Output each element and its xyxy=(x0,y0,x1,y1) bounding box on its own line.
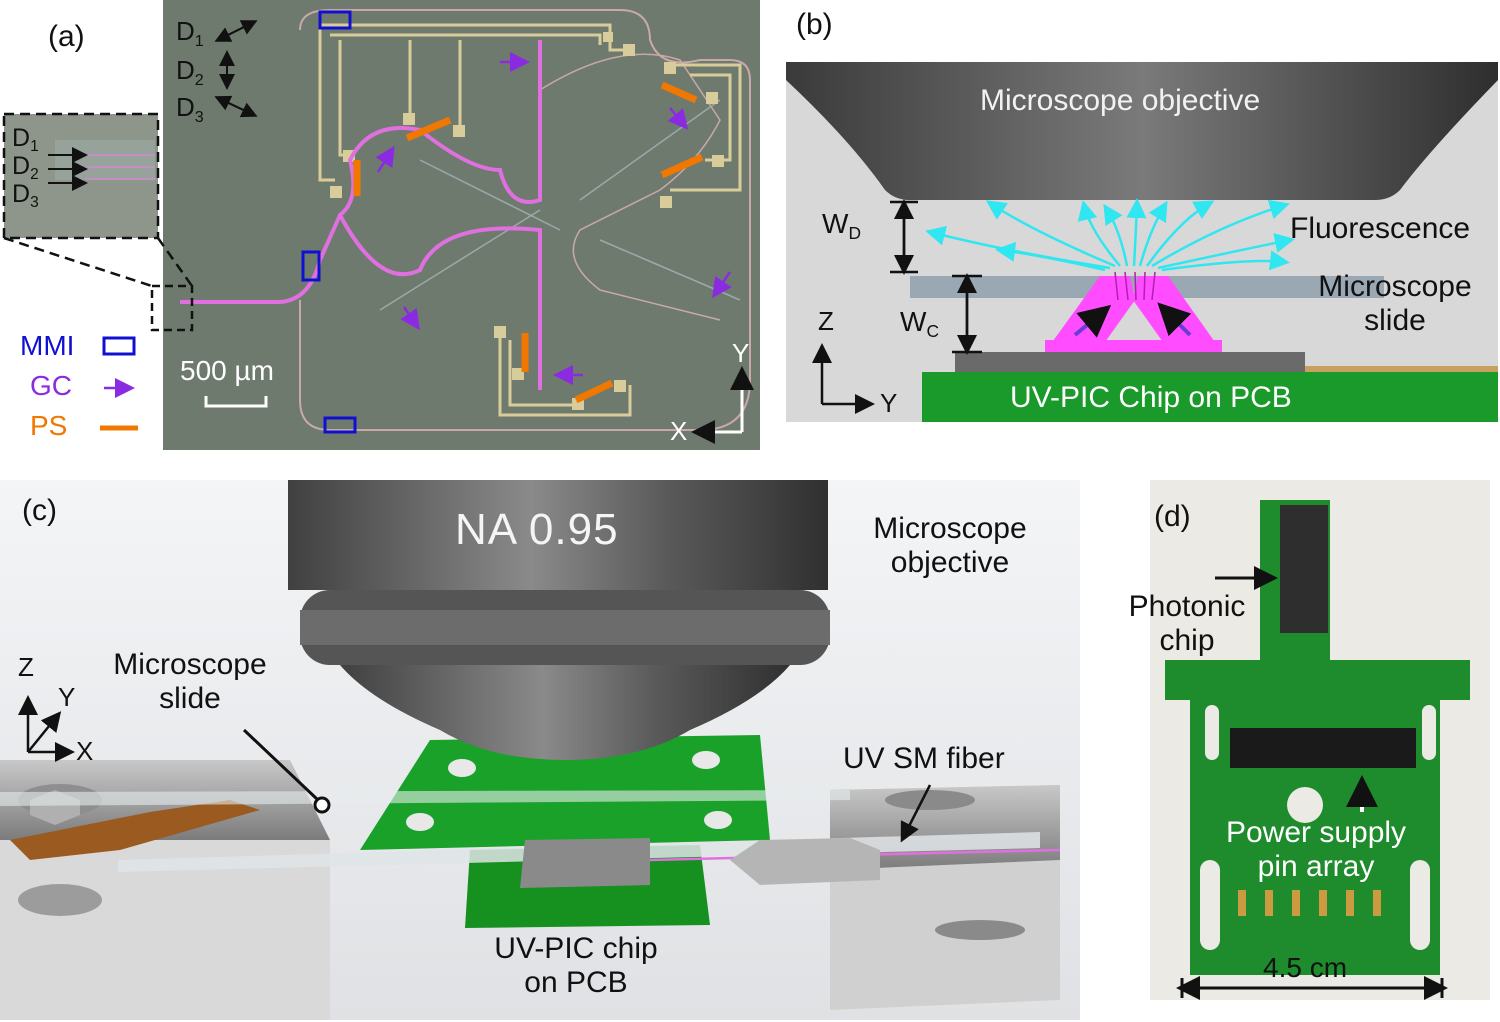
scalebar-label: 500 µm xyxy=(180,355,274,386)
inset-d1-label: D1 xyxy=(12,124,39,156)
panel-c-render xyxy=(0,480,1080,1020)
fiber-label: UV SM fiber xyxy=(843,742,1005,775)
direction-d2-label: D2 xyxy=(176,55,204,89)
wc-label: WC xyxy=(900,306,939,342)
legend-ps-label: PS xyxy=(30,410,68,441)
panel-a-axis-y: Y xyxy=(732,338,750,368)
inset-d3-label: D3 xyxy=(12,180,39,212)
panel-b-letter: (b) xyxy=(796,8,833,41)
panel-a-axes xyxy=(691,366,754,444)
fluorescence-label: Fluorescence xyxy=(1290,212,1471,245)
direction-d1-label: D1 xyxy=(176,16,204,50)
panel-c-axis-x: X xyxy=(76,736,94,766)
panel-b-axis-y: Y xyxy=(880,388,898,418)
scalebar-line xyxy=(204,396,268,408)
direction-arrows xyxy=(214,20,258,118)
panel-c-axis-z: Z xyxy=(18,652,34,682)
panel-c-axis-y: Y xyxy=(58,682,76,712)
panel-a-letter: (a) xyxy=(48,20,85,53)
width-label: 4.5 cm xyxy=(1263,952,1348,983)
panel-d-letter: (d) xyxy=(1154,500,1191,533)
panel-a-chip-image xyxy=(150,0,760,450)
panel-a-axis-x: X xyxy=(670,416,688,446)
objective-label: Microscope objective xyxy=(980,84,1261,117)
panel-a-inset xyxy=(2,112,194,288)
na-label: NA 0.95 xyxy=(455,505,619,554)
chip-on-pcb-label-b: UV-PIC Chip on PCB xyxy=(1010,381,1292,414)
legend-mmi-icon xyxy=(102,336,136,356)
inset-d2-label: D2 xyxy=(12,152,39,184)
panel-b-axis-z: Z xyxy=(818,306,834,336)
direction-d3-label: D3 xyxy=(176,92,204,126)
legend-gc-label: GC xyxy=(30,370,72,401)
panel-b-diagram xyxy=(786,62,1498,422)
panel-c-letter: (c) xyxy=(22,494,57,527)
panel-d-photo xyxy=(1150,480,1490,1000)
wd-label: WD xyxy=(822,208,861,244)
legend-marks xyxy=(100,336,138,431)
legend-mmi-label: MMI xyxy=(20,330,75,361)
